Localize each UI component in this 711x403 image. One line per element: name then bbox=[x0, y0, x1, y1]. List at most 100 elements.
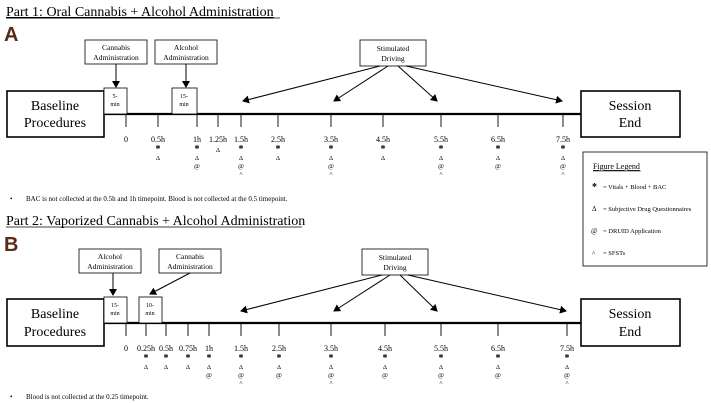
part1-timepoint-label: 7.5h bbox=[556, 135, 570, 144]
part1-note: BAC is not collected at the 0.5h and 1h … bbox=[26, 195, 288, 203]
svg-text:15-: 15- bbox=[180, 94, 188, 100]
part1-timepoint-label: 0 bbox=[124, 135, 128, 144]
part1-timepoint-marker: ^ bbox=[561, 171, 564, 178]
part1-title: Part 1: Oral Cannabis + Alcohol Administ… bbox=[6, 5, 274, 20]
part2-timepoint-label: 1.5h bbox=[234, 344, 248, 353]
part2-timepoint-marker: * bbox=[565, 353, 570, 364]
part2-driving-box: Stimulated Driving bbox=[361, 248, 429, 276]
part2-timepoint-marker: ^ bbox=[329, 380, 332, 387]
part2-timepoint-marker: @ bbox=[564, 372, 570, 379]
part2-timepoint-marker: @ bbox=[382, 372, 388, 379]
part1-timepoint-marker: @ bbox=[495, 163, 501, 170]
part2-timepoint-marker: @ bbox=[495, 372, 501, 379]
part2-timepoint-marker: Δ bbox=[496, 364, 500, 371]
svg-text:Administration: Administration bbox=[93, 53, 139, 62]
part2-timepoint-marker: Δ bbox=[565, 364, 569, 371]
part1-driving-arrow-3 bbox=[397, 65, 438, 102]
part1-timepoint-marker: Δ bbox=[195, 155, 199, 162]
part1-timepoint-marker: Δ bbox=[439, 155, 443, 162]
svg-text:Cannabis: Cannabis bbox=[102, 43, 130, 52]
svg-text:End: End bbox=[619, 325, 642, 340]
part2-timepoint-marker: @ bbox=[238, 372, 244, 379]
part2-timepoint-marker: Δ bbox=[439, 364, 443, 371]
part1-timepoint-marker: @ bbox=[438, 163, 444, 170]
part1-timepoint-label: 4.5h bbox=[376, 135, 390, 144]
part1-timepoint-label: 1h bbox=[193, 135, 201, 144]
legend-symbol-2: Δ bbox=[592, 205, 597, 213]
part2-timepoint-label: 4.5h bbox=[378, 344, 392, 353]
part2-session-end-box: Session End bbox=[580, 298, 681, 347]
legend-symbol-4: ^ bbox=[592, 250, 596, 258]
legend-text-4: = SFSTs bbox=[603, 250, 626, 257]
part2-alcohol-admin-box: Alcohol Administration bbox=[78, 248, 142, 274]
svg-text:Administration: Administration bbox=[163, 53, 209, 62]
part2-timepoint-marker: * bbox=[207, 353, 212, 364]
part1-driving-arrow-1 bbox=[242, 65, 381, 104]
part1-timepoint-marker: Δ bbox=[276, 155, 280, 162]
part2-timepoint-marker: Δ bbox=[207, 364, 211, 371]
part2-timepoint-marker: @ bbox=[438, 372, 444, 379]
part2-small-box-1: 15- min bbox=[103, 296, 128, 324]
part2-cannabis-admin-box: Cannabis Administration bbox=[158, 248, 222, 274]
part1-timepoint-marker: * bbox=[496, 144, 501, 155]
part1-timepoint-marker: * bbox=[156, 144, 161, 155]
part2-timepoint-marker: Δ bbox=[186, 364, 190, 371]
part1-timepoint-marker: ^ bbox=[439, 171, 442, 178]
part1-timepoint-marker: * bbox=[561, 144, 566, 155]
part1-timepoint-marker: ^ bbox=[329, 171, 332, 178]
part1-timepoint-marker: * bbox=[381, 144, 386, 155]
part2-timepoint-marker: * bbox=[186, 353, 191, 364]
part2-timepoint-marker: * bbox=[383, 353, 388, 364]
svg-text:10-: 10- bbox=[146, 303, 154, 309]
part1-timepoint-label: 0.5h bbox=[151, 135, 165, 144]
part2-driving-arrow-3 bbox=[399, 274, 438, 312]
part1-timepoint-label: 1.25h bbox=[209, 135, 227, 144]
part1-timepoint-label: 5.5h bbox=[434, 135, 448, 144]
part1-cannabis-admin-box: Cannabis Administration bbox=[84, 39, 148, 65]
part2-driving-arrow-2 bbox=[333, 274, 391, 312]
part2-timepoint-label: 0.5h bbox=[159, 344, 173, 353]
part1-driving-arrow-2 bbox=[333, 65, 389, 102]
legend-text-1: = Vitals + Blood + BAC bbox=[603, 184, 666, 191]
part1-timepoint-marker: @ bbox=[194, 163, 200, 170]
svg-text:Procedures: Procedures bbox=[24, 116, 86, 131]
part1-small-box-1: 5- min bbox=[103, 87, 128, 115]
part2-driving-arrow-1 bbox=[240, 274, 383, 314]
svg-text:Stimulated: Stimulated bbox=[377, 44, 410, 53]
part1-timepoint-label: 3.5h bbox=[324, 135, 338, 144]
svg-text:Procedures: Procedures bbox=[24, 325, 86, 340]
part2-timepoint-marker: Δ bbox=[383, 364, 387, 371]
part2-timepoint-label: 7.5h bbox=[560, 344, 574, 353]
part2-timepoint-marker: Δ bbox=[329, 364, 333, 371]
part1-alcohol-admin-box: Alcohol Administration bbox=[154, 39, 218, 65]
part1-timepoint-marker: * bbox=[276, 144, 281, 155]
svg-text:min: min bbox=[179, 102, 188, 108]
svg-text:End: End bbox=[619, 116, 642, 131]
part2-timepoint-marker: * bbox=[329, 353, 334, 364]
part1-driving-box: Stimulated Driving bbox=[359, 39, 427, 67]
legend-symbol-3: @ bbox=[591, 227, 598, 235]
part1-timepoint-marker: @ bbox=[560, 163, 566, 170]
part2-timepoint-marker: @ bbox=[206, 372, 212, 379]
svg-text:min: min bbox=[110, 311, 119, 317]
svg-text:Cannabis: Cannabis bbox=[176, 252, 204, 261]
figure-legend: Figure Legend * = Vitals + Blood + BAC Δ… bbox=[582, 151, 708, 267]
legend-text-3: = DRUID Application bbox=[603, 228, 662, 235]
part2-timepoint-label: 2.5h bbox=[272, 344, 286, 353]
part2-cannabis-arrow bbox=[149, 272, 191, 295]
legend-text-2: = Subjective Drug Questionnaires bbox=[603, 206, 692, 213]
part1-timepoint-label: 2.5h bbox=[271, 135, 285, 144]
part2-baseline-box: Baseline Procedures bbox=[6, 298, 105, 347]
part2-timepoint-label: 0.75h bbox=[179, 344, 197, 353]
svg-text:Baseline: Baseline bbox=[31, 307, 79, 322]
part1-timepoint-marker: Δ bbox=[216, 147, 220, 154]
part1-timepoint-marker: @ bbox=[238, 163, 244, 170]
part2-timepoint-marker: @ bbox=[276, 372, 282, 379]
part2-timepoint-marker: * bbox=[439, 353, 444, 364]
part2-driving-arrow-4 bbox=[407, 274, 567, 314]
part2-timepoint-marker: ^ bbox=[239, 380, 242, 387]
part1-timepoint-marker: * bbox=[239, 144, 244, 155]
legend-title: Figure Legend bbox=[593, 162, 640, 171]
part2-timepoint-marker: @ bbox=[328, 372, 334, 379]
